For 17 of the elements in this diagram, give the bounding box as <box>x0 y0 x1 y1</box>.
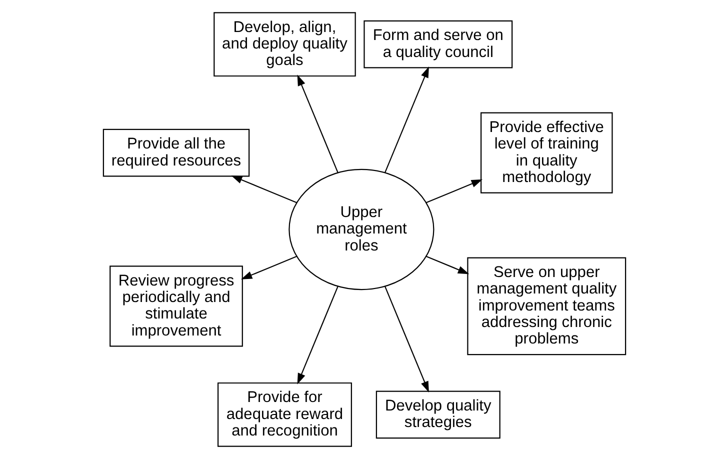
node-box: Provide for adequate reward and recognition <box>216 382 352 447</box>
node-box: Provide all the required resources <box>102 128 250 177</box>
arrow <box>384 286 428 392</box>
node-box: Form and serve on a quality council <box>363 20 512 68</box>
node-box: Review progress periodically and stimulate improvement <box>109 266 242 347</box>
arrow <box>240 256 296 280</box>
arrow <box>296 74 338 173</box>
arrow <box>384 66 428 173</box>
arrow <box>426 256 469 274</box>
node-ellipse: Upper management roles <box>288 168 434 290</box>
arrow <box>426 179 482 204</box>
arrow <box>296 286 338 384</box>
node-box: Develop, align, and deploy quality goals <box>213 12 356 77</box>
arrow <box>230 176 296 204</box>
node-box: Provide effective level of training in quality methodology <box>480 112 612 194</box>
node-box: Develop quality strategies <box>375 390 500 439</box>
node-box: Serve on upper management quality improvement teams addressing chronic problems <box>466 257 626 356</box>
